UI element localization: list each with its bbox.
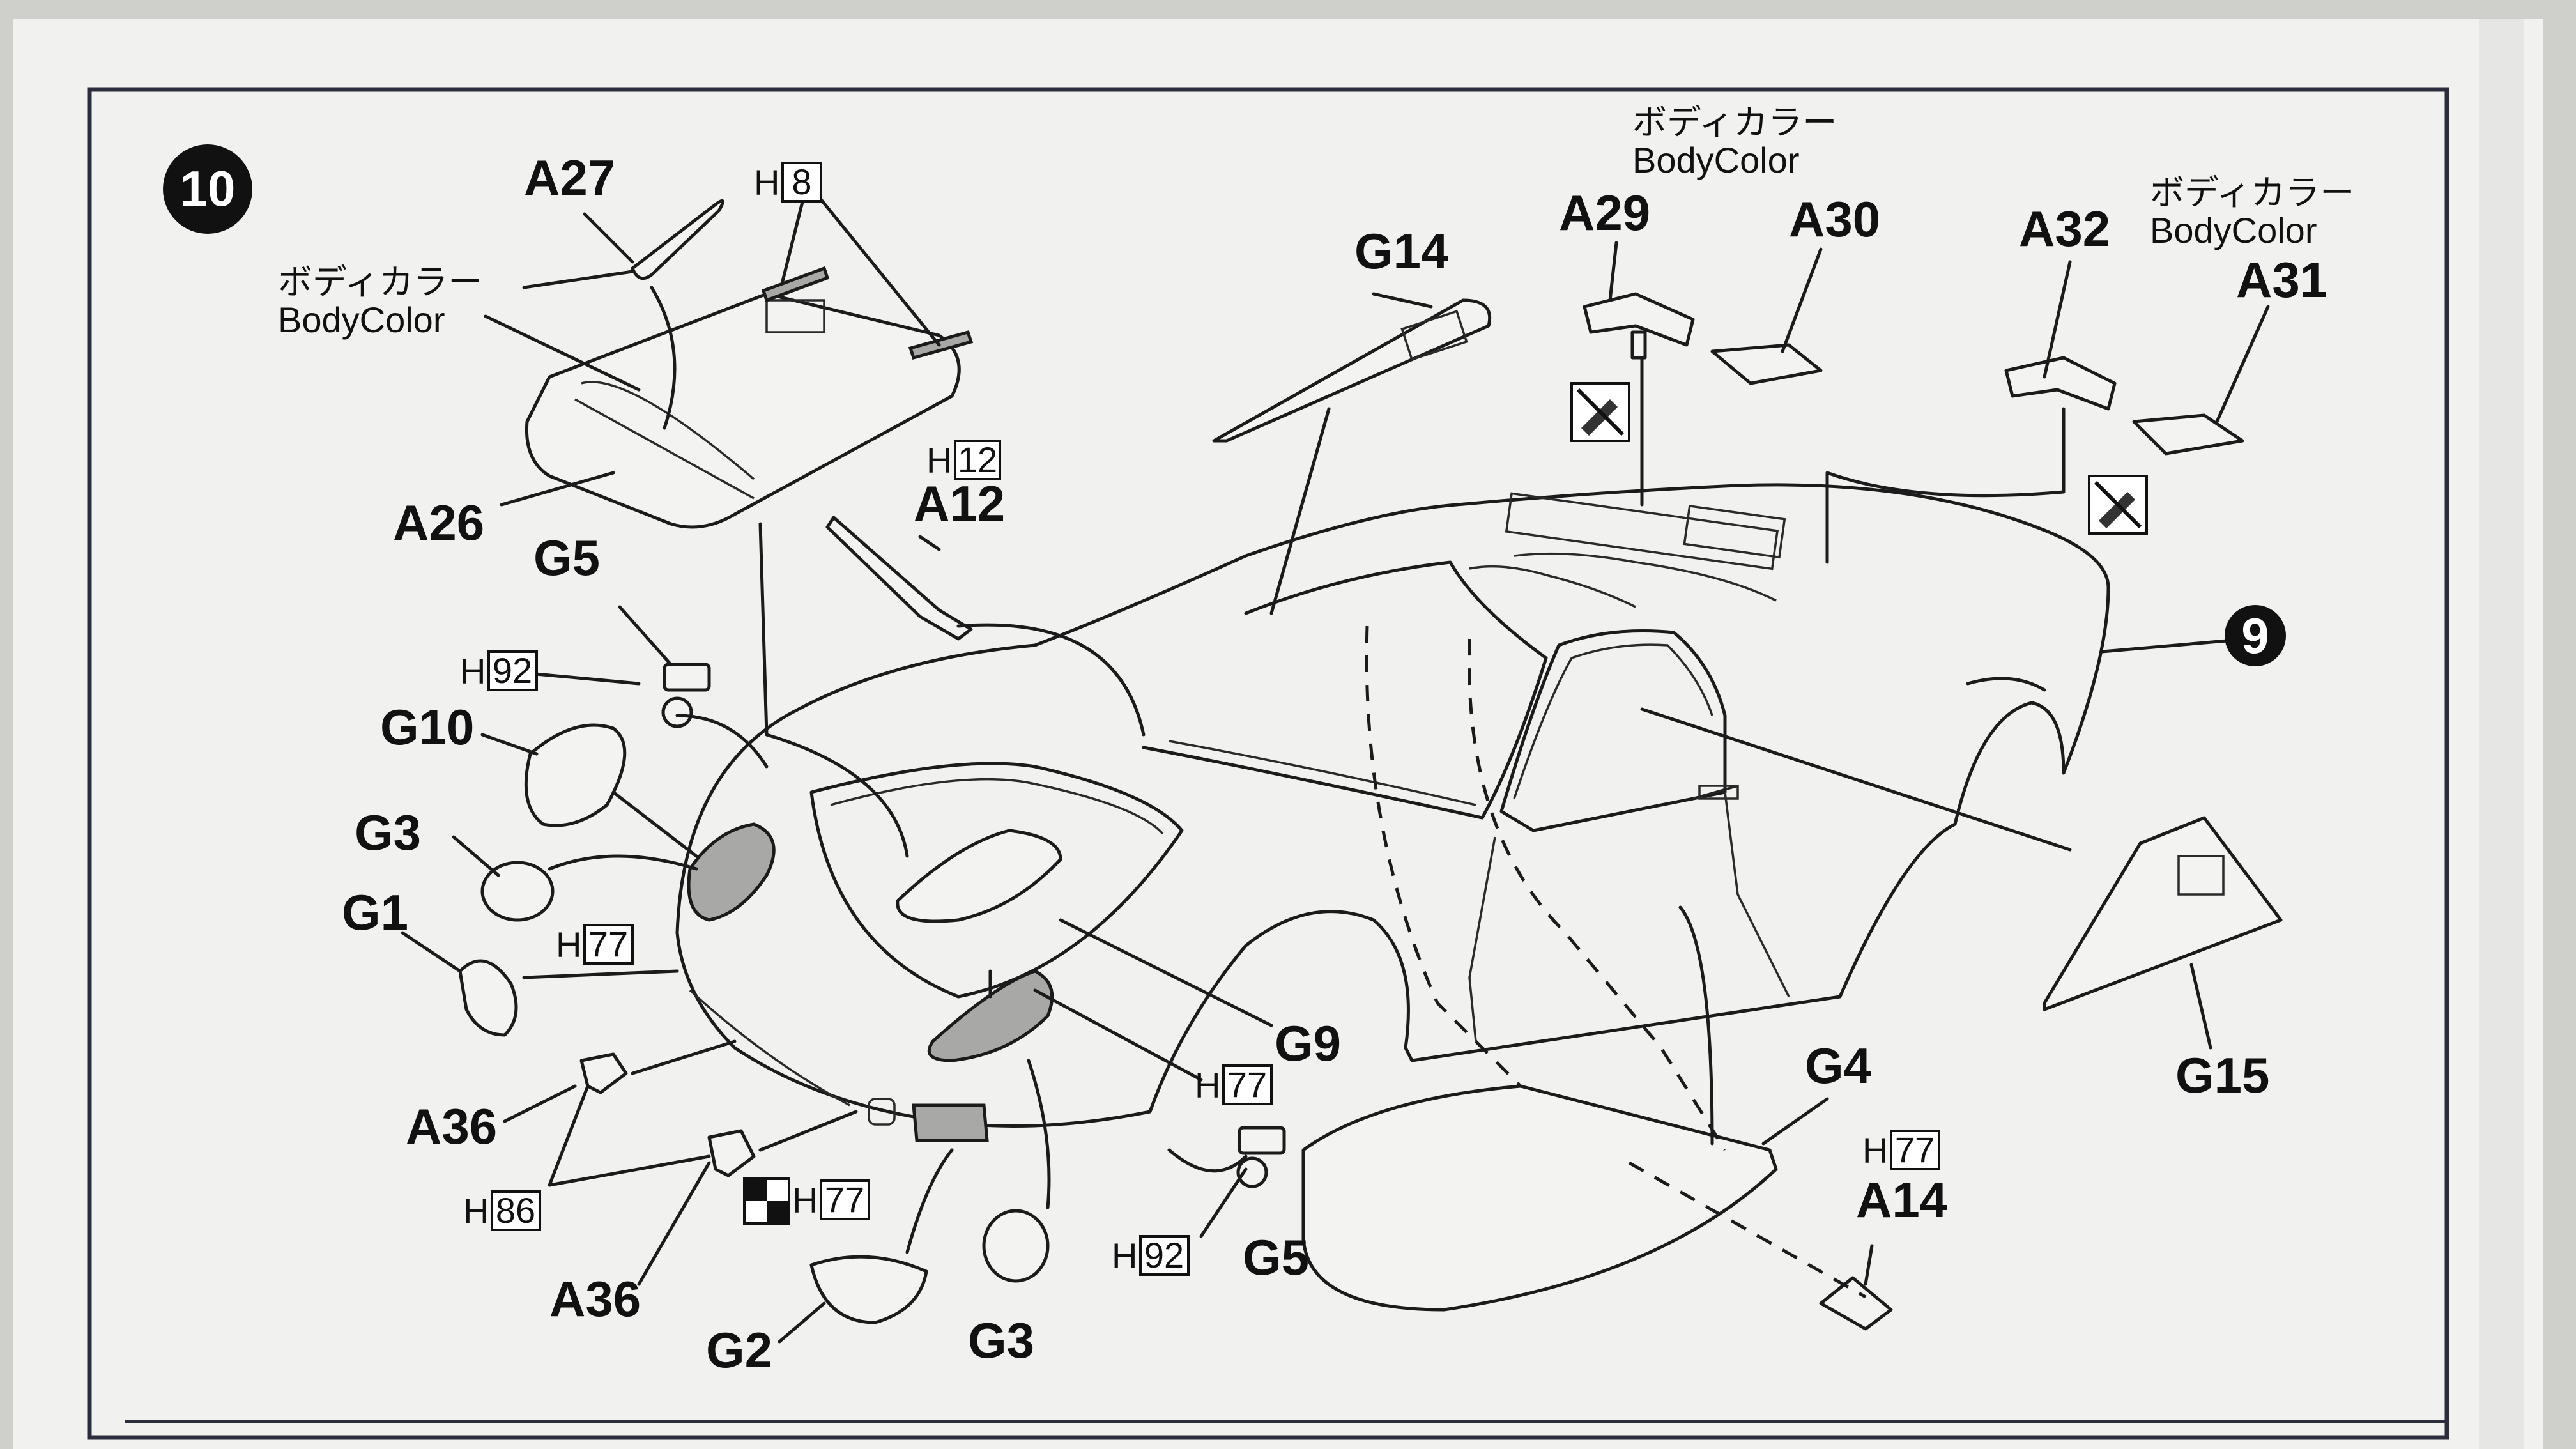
svg-text:12: 12 <box>958 440 997 480</box>
hood-cover-G9 <box>896 829 1062 923</box>
circle-number-9-icon: 9 <box>2225 605 2286 666</box>
label-A30: A30 <box>1789 191 1880 247</box>
color-code-h12: H 12 <box>926 440 1001 480</box>
svg-text:H: H <box>460 651 486 691</box>
label-G9: G9 <box>1275 1015 1341 1071</box>
car-body-outline <box>675 483 2110 1128</box>
label-G3-left: G3 <box>355 804 421 861</box>
svg-text:H: H <box>1112 1236 1137 1276</box>
part-G10 <box>524 723 627 827</box>
body-color-jp-left: ボディカラー <box>278 262 482 302</box>
strip-part-h8-1 <box>761 266 830 303</box>
side-panel-G15 <box>2043 816 2283 1011</box>
part-G5-right <box>1236 1126 1286 1188</box>
wiper-A12 <box>825 516 973 641</box>
svg-text:77: 77 <box>1227 1064 1267 1105</box>
body-color-en-left: BodyColor <box>278 300 445 340</box>
svg-text:92: 92 <box>1144 1235 1184 1275</box>
part-G2 <box>809 1255 928 1324</box>
body-color-en-right: BodyColor <box>2150 210 2317 250</box>
headlight-recess-left <box>687 822 776 922</box>
underbody-panel-G4 <box>1301 1084 1778 1312</box>
part-A36-upper <box>579 1052 628 1094</box>
svg-text:86: 86 <box>496 1190 535 1230</box>
glue-tube-icon <box>2088 475 2148 535</box>
color-code-h8: H 8 <box>754 162 822 203</box>
step-frame <box>87 87 2450 1440</box>
color-code-h77-checker: H 77 <box>743 1177 870 1225</box>
color-code-h86: H 86 <box>463 1190 541 1231</box>
svg-text:H: H <box>754 162 779 203</box>
svg-text:92: 92 <box>493 650 532 691</box>
label-G15: G15 <box>2175 1047 2269 1103</box>
label-A14: A14 <box>1856 1172 1947 1228</box>
label-A26: A26 <box>393 494 484 551</box>
label-G14: G14 <box>1354 223 1448 279</box>
part-G5-left <box>661 663 711 728</box>
svg-text:77: 77 <box>825 1179 864 1220</box>
label-G5-right: G5 <box>1243 1229 1309 1285</box>
half-checker-color-icon <box>743 1177 790 1225</box>
label-A36-upper: A36 <box>406 1098 497 1154</box>
part-A31 <box>2132 413 2244 456</box>
part-A29 <box>1583 292 1695 360</box>
color-code-h77-left: H 77 <box>556 924 634 965</box>
part-A32 <box>2004 356 2117 411</box>
label-G10: G10 <box>380 699 474 755</box>
svg-text:H: H <box>556 924 581 965</box>
svg-text:77: 77 <box>1895 1130 1935 1170</box>
svg-text:H: H <box>1862 1130 1888 1170</box>
labels: A27 A26 A12 A29 A30 A32 A31 A36 A36 A14 … <box>278 102 2354 1378</box>
part-A30 <box>1710 343 1823 385</box>
body-color-jp-right: ボディカラー <box>2150 172 2354 213</box>
label-G2: G2 <box>706 1322 772 1378</box>
part-A14 <box>1819 1276 1893 1331</box>
label-G5-left: G5 <box>533 530 600 586</box>
svg-text:H: H <box>463 1191 489 1231</box>
leader-lines <box>401 190 2270 1344</box>
engine-lid-A26 <box>525 292 961 529</box>
sub-step-number: 9 <box>2241 608 2269 664</box>
headlight-recess-right <box>927 969 1054 1062</box>
color-code-h77-a14: H 77 <box>1862 1130 1940 1170</box>
label-A27: A27 <box>524 150 615 206</box>
step-number: 10 <box>180 160 236 217</box>
glue-tube-icon <box>1570 382 1630 442</box>
assembly-arrows <box>522 286 2072 1299</box>
grill-recess <box>912 1103 989 1142</box>
svg-text:77: 77 <box>588 924 628 964</box>
part-G1 <box>458 959 518 1037</box>
circle-number-10-icon: 10 <box>163 144 252 234</box>
spoiler-A27 <box>631 199 724 280</box>
svg-text:H: H <box>926 440 952 480</box>
body-color-en-top: BodyColor <box>1632 140 1799 180</box>
color-code-h92-left: H 92 <box>460 650 538 691</box>
svg-text:8: 8 <box>792 162 811 202</box>
window-G14 <box>1212 298 1491 443</box>
part-A36-lower <box>707 1129 756 1177</box>
color-code-h77-right: H 77 <box>1195 1064 1273 1105</box>
paper-sheet <box>13 19 2543 1449</box>
label-G4: G4 <box>1805 1038 1871 1094</box>
label-A31: A31 <box>2236 252 2327 308</box>
paper-right-edge <box>2479 19 2524 1449</box>
label-A12: A12 <box>914 475 1005 532</box>
body-color-jp-top: ボディカラー <box>1632 102 1837 142</box>
svg-text:H: H <box>792 1180 818 1220</box>
part-G3-right <box>982 1209 1050 1283</box>
label-G1: G1 <box>342 884 408 940</box>
label-G3-right: G3 <box>968 1312 1034 1368</box>
part-G3-left <box>480 861 555 922</box>
svg-text:H: H <box>1195 1065 1220 1105</box>
label-A29: A29 <box>1559 185 1650 241</box>
label-A32: A32 <box>2019 201 2110 257</box>
color-code-h92-right: H 92 <box>1112 1235 1190 1276</box>
label-A36-lower: A36 <box>549 1271 641 1327</box>
